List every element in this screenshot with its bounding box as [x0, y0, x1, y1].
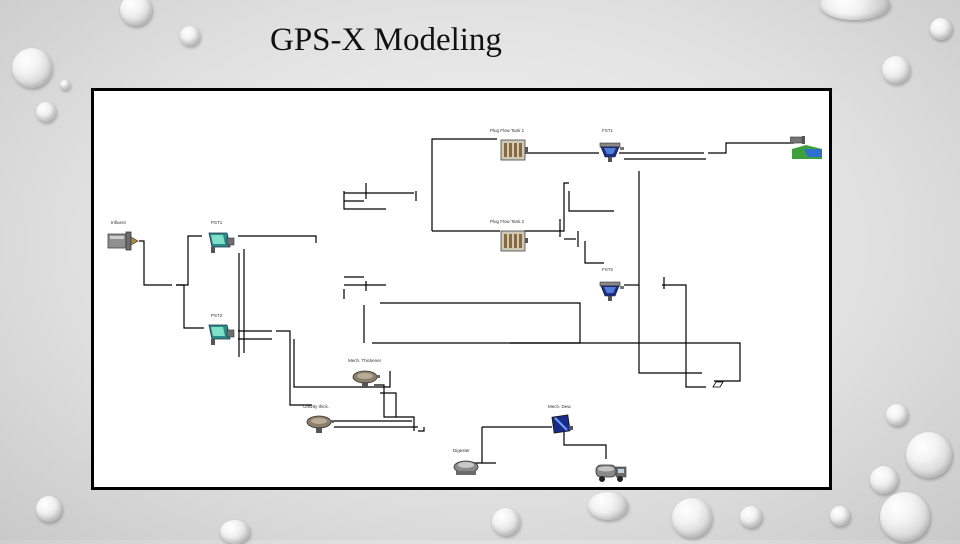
effluent-outfall-icon[interactable] — [790, 135, 824, 159]
fst1-label: FST1 — [602, 128, 614, 133]
pst2-label: PST2 — [211, 313, 223, 318]
primary-settler-icon[interactable] — [207, 322, 235, 346]
pst1-label: PST1 — [211, 220, 223, 225]
digester-label: Digester — [453, 448, 470, 453]
gravity-thickener-label: Gravity thick. — [303, 404, 330, 409]
water-drop-decoration — [12, 48, 52, 88]
thickener-icon[interactable] — [306, 414, 334, 436]
plug-flow-reactor-icon[interactable] — [499, 137, 529, 163]
water-drop-decoration — [36, 496, 62, 522]
water-drop-decoration — [740, 506, 762, 528]
water-drop-decoration — [882, 56, 910, 84]
water-drop-decoration — [886, 404, 908, 426]
anaerobic-digester-icon[interactable] — [452, 457, 482, 477]
sample-point-icon[interactable] — [712, 381, 724, 389]
plug-flow-tank-1-label: Plug Flow Tank 1 — [490, 128, 525, 133]
pipe-network — [139, 138, 794, 464]
water-drop-decoration — [220, 520, 250, 544]
mech-dewatering-label: Mech. Dew. — [548, 404, 572, 409]
process-flow-diagram: Influent PST1 PST2 Plug Flow Tank 1 Plug… — [91, 88, 832, 490]
water-drop-decoration — [492, 508, 520, 536]
water-drop-decoration — [906, 432, 952, 478]
water-drop-decoration — [880, 492, 930, 542]
plug-flow-tank-2-label: Plug Flow Tank 2 — [490, 219, 525, 224]
water-drop-decoration — [870, 466, 898, 494]
final-clarifier-icon[interactable] — [599, 278, 625, 302]
water-drop-decoration — [36, 102, 56, 122]
sludge-truck-icon[interactable] — [594, 461, 628, 483]
thickener-icon[interactable] — [352, 369, 380, 391]
influent-pipe-icon[interactable] — [107, 230, 139, 252]
water-drop-decoration — [830, 506, 850, 526]
influent-label: Influent — [111, 220, 126, 225]
plug-flow-reactor-icon[interactable] — [499, 228, 529, 254]
water-drop-decoration — [672, 498, 712, 538]
water-drop-decoration — [120, 0, 152, 26]
water-drop-decoration — [588, 492, 628, 520]
fst2-label: FST2 — [602, 267, 614, 272]
water-drop-decoration — [180, 26, 200, 46]
water-drop-decoration — [60, 80, 70, 90]
water-drop-decoration — [930, 18, 952, 40]
slide-title: GPS-X Modeling — [270, 22, 502, 58]
dewatering-icon[interactable] — [551, 414, 575, 436]
final-clarifier-icon[interactable] — [599, 139, 625, 163]
water-drop-decoration — [820, 0, 890, 20]
primary-settler-icon[interactable] — [207, 230, 235, 254]
mech-thickener-label: Mech. Thickener — [348, 358, 382, 363]
